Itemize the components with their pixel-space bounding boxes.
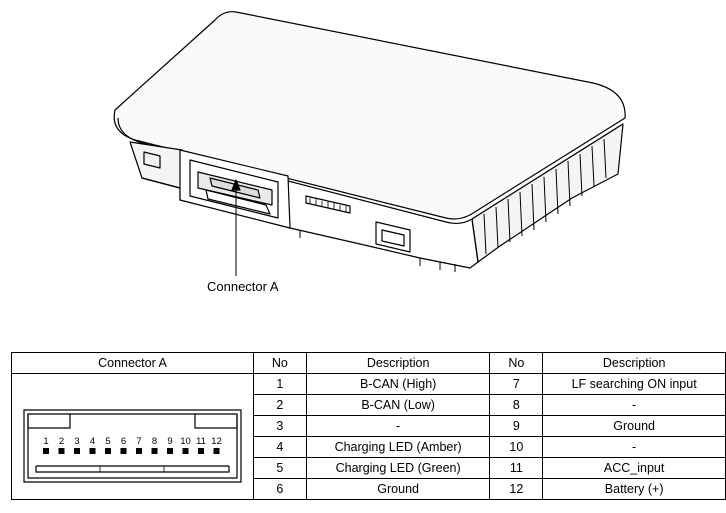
pin-number-label: 1 xyxy=(43,436,48,447)
pin-terminal xyxy=(198,448,204,454)
pin-description-cell: - xyxy=(305,415,491,437)
pin-number-cell: 1 xyxy=(253,373,307,395)
pin-number-cell: 10 xyxy=(489,436,544,458)
pin-description-cell: Ground xyxy=(305,478,491,500)
module-front-ribs xyxy=(299,230,456,272)
header-description-right: Description xyxy=(542,352,726,374)
connector-face-rail-dividers xyxy=(99,466,165,472)
pin-number-cell: 11 xyxy=(489,457,544,479)
pin-number-cell: 5 xyxy=(253,457,307,479)
pin-description-cell: - xyxy=(542,394,726,416)
pin-number-cell: 9 xyxy=(489,415,544,437)
module-top-face xyxy=(113,11,626,220)
pin-number-label: 6 xyxy=(121,436,126,447)
pin-terminal xyxy=(89,448,96,454)
table-header-row: Connector A No Description No Descriptio… xyxy=(11,352,726,374)
pin-description-cell: Charging LED (Amber) xyxy=(305,436,491,458)
header-no-left: No xyxy=(253,352,307,374)
pin-number-cell: 3 xyxy=(253,415,307,437)
front-vent-1-slots xyxy=(309,198,347,212)
pin-terminal xyxy=(105,448,111,454)
pin-description-cell: Charging LED (Green) xyxy=(305,457,491,479)
pin-number-label: 10 xyxy=(180,436,191,447)
pin-description-cell: B-CAN (Low) xyxy=(305,394,491,416)
pin-number-label: 2 xyxy=(59,436,64,447)
pin-terminal xyxy=(213,448,220,454)
pin-terminal xyxy=(120,448,127,454)
pin-number-cell: 6 xyxy=(253,478,307,500)
pin-terminal xyxy=(74,448,80,454)
pin-number-cell: 7 xyxy=(489,373,544,395)
pin-description-cell: B-CAN (High) xyxy=(305,373,491,395)
pin-number-label: 4 xyxy=(90,436,95,447)
connector-face-key-right xyxy=(194,414,238,429)
pin-number-label: 9 xyxy=(167,436,172,447)
connector-a-callout-label: Connector A xyxy=(207,279,279,294)
connector-face-key-left xyxy=(27,414,71,429)
connector-face-outline xyxy=(23,409,242,483)
pin-description-cell: Ground xyxy=(542,415,726,437)
pin-terminal xyxy=(182,448,189,454)
front-clip-2 xyxy=(375,221,411,253)
module-right-ribs xyxy=(483,138,607,255)
pin-terminal xyxy=(167,448,173,454)
connector-face-bottom-rail xyxy=(35,465,230,473)
pin-number-label: 8 xyxy=(152,436,157,447)
table-row: 6 Ground 12 Battery (+) xyxy=(12,478,726,500)
pin-description-cell: - xyxy=(542,436,726,458)
module-illustration xyxy=(113,11,626,276)
header-description-left: Description xyxy=(305,352,491,374)
front-vent-1 xyxy=(305,195,351,214)
pin-terminal xyxy=(58,448,65,454)
table-row: 3 - 9 Ground xyxy=(12,415,726,437)
connector-lower-lip xyxy=(205,189,271,215)
pin-number-label: 12 xyxy=(211,436,222,447)
pin-number-label: 5 xyxy=(105,436,110,447)
connector-face-inner-outline xyxy=(27,413,238,479)
pin-assignment-table: Connector A No Description No Descriptio… xyxy=(11,352,726,500)
pin-description-cell: LF searching ON input xyxy=(542,373,726,395)
pin-terminal xyxy=(151,448,158,454)
header-connector: Connector A xyxy=(11,352,254,374)
callout-arrowhead xyxy=(231,179,241,191)
pin-number-label: 3 xyxy=(74,436,79,447)
module-left-clip xyxy=(143,151,161,169)
connector-inner-frame xyxy=(189,159,279,219)
pin-number-cell: 8 xyxy=(489,394,544,416)
pin-number-cell: 12 xyxy=(489,478,544,500)
front-clip-2-inner xyxy=(381,229,405,247)
pin-number-label: 7 xyxy=(136,436,141,447)
pin-number-label: 11 xyxy=(196,436,206,447)
table-row: 4 Charging LED (Amber) 10 - xyxy=(12,436,726,458)
pin-description-cell: ACC_input xyxy=(542,457,726,479)
pin-description-cell: Battery (+) xyxy=(542,478,726,500)
module-lid-rim xyxy=(117,117,624,225)
pin-terminal xyxy=(136,448,142,454)
header-no-right: No xyxy=(489,352,544,374)
pin-number-cell: 2 xyxy=(253,394,307,416)
pin-number-cell: 4 xyxy=(253,436,307,458)
table-row: 2 B-CAN (Low) 8 - xyxy=(12,394,726,416)
pin-terminal xyxy=(43,448,49,454)
